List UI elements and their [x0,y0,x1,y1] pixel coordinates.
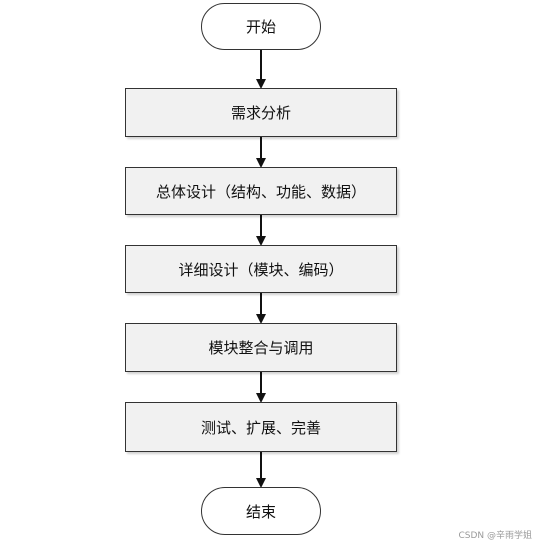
end-node: 结束 [201,487,321,535]
step-label: 详细设计（模块、编码） [178,260,344,279]
watermark: CSDN @辛雨学姐 [458,531,532,541]
end-label: 结束 [245,502,276,521]
step-label: 模块整合与调用 [208,339,314,357]
step-label: 需求分析 [230,104,291,122]
start-label: 开始 [245,18,276,36]
step-testing-extension: 测试、扩展、完善 [125,402,397,452]
step-label: 总体设计（结构、功能、数据） [155,182,366,201]
step-requirements-analysis: 需求分析 [125,88,397,137]
step-overall-design: 总体设计（结构、功能、数据） [125,167,397,215]
step-detailed-design: 详细设计（模块、编码） [125,245,397,293]
step-label: 测试、扩展、完善 [200,418,321,437]
step-module-integration: 模块整合与调用 [125,323,397,372]
start-node: 开始 [201,3,321,50]
